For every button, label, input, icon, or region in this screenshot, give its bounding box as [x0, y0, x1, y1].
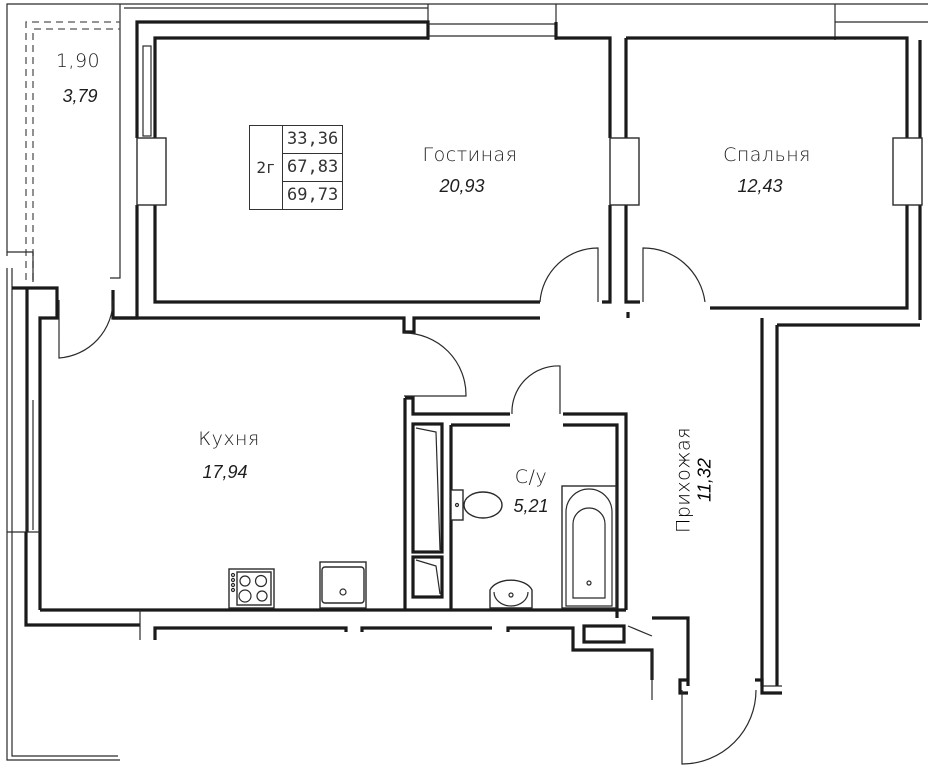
total-area-value: 67,83: [281, 153, 344, 182]
bathroom-area: 5,21: [513, 496, 549, 516]
bedroom-label: Спальня: [723, 144, 811, 166]
bathroom-label: С/у: [514, 466, 548, 488]
bedroom-area: 12,43: [737, 176, 783, 196]
window-sills: [136, 45, 923, 206]
kitchen-label: Кухня: [198, 428, 260, 450]
kitchen-door: [403, 332, 467, 397]
balcony-label: 1,90: [55, 50, 101, 72]
hallway-label-group: Прихожая 11,32: [673, 427, 716, 533]
doors: [58, 247, 757, 765]
apartment-summary-table: 2г 33,36 67,83 69,73: [249, 125, 344, 210]
balcony-door: [58, 299, 114, 359]
entrance-door: [681, 689, 757, 765]
living-door: [539, 247, 599, 303]
bathroom-door: [511, 365, 561, 415]
toilet-icon: [450, 489, 503, 521]
stove-icon: [228, 568, 275, 609]
hallway-area: 11,32: [694, 458, 715, 502]
living-area-value: 33,36: [281, 125, 344, 154]
living-room-label: Гостиная: [422, 144, 518, 166]
kitchen-area: 17,94: [202, 462, 248, 482]
apartment-type: 2г: [249, 125, 283, 210]
living-room-area: 20,93: [439, 176, 485, 196]
total-area-with-balcony-value: 69,73: [281, 181, 344, 210]
bathtub-icon: [561, 485, 617, 609]
balcony-area: 3,79: [62, 86, 98, 106]
kitchen-sink-icon: [319, 561, 367, 609]
walls: [7, 20, 922, 700]
balcony-outline: [7, 21, 121, 282]
hallway-label: Прихожая: [672, 427, 695, 533]
washbasin-icon: [489, 579, 533, 609]
bedroom-door: [642, 247, 706, 303]
facade-lines: [6, 3, 928, 761]
